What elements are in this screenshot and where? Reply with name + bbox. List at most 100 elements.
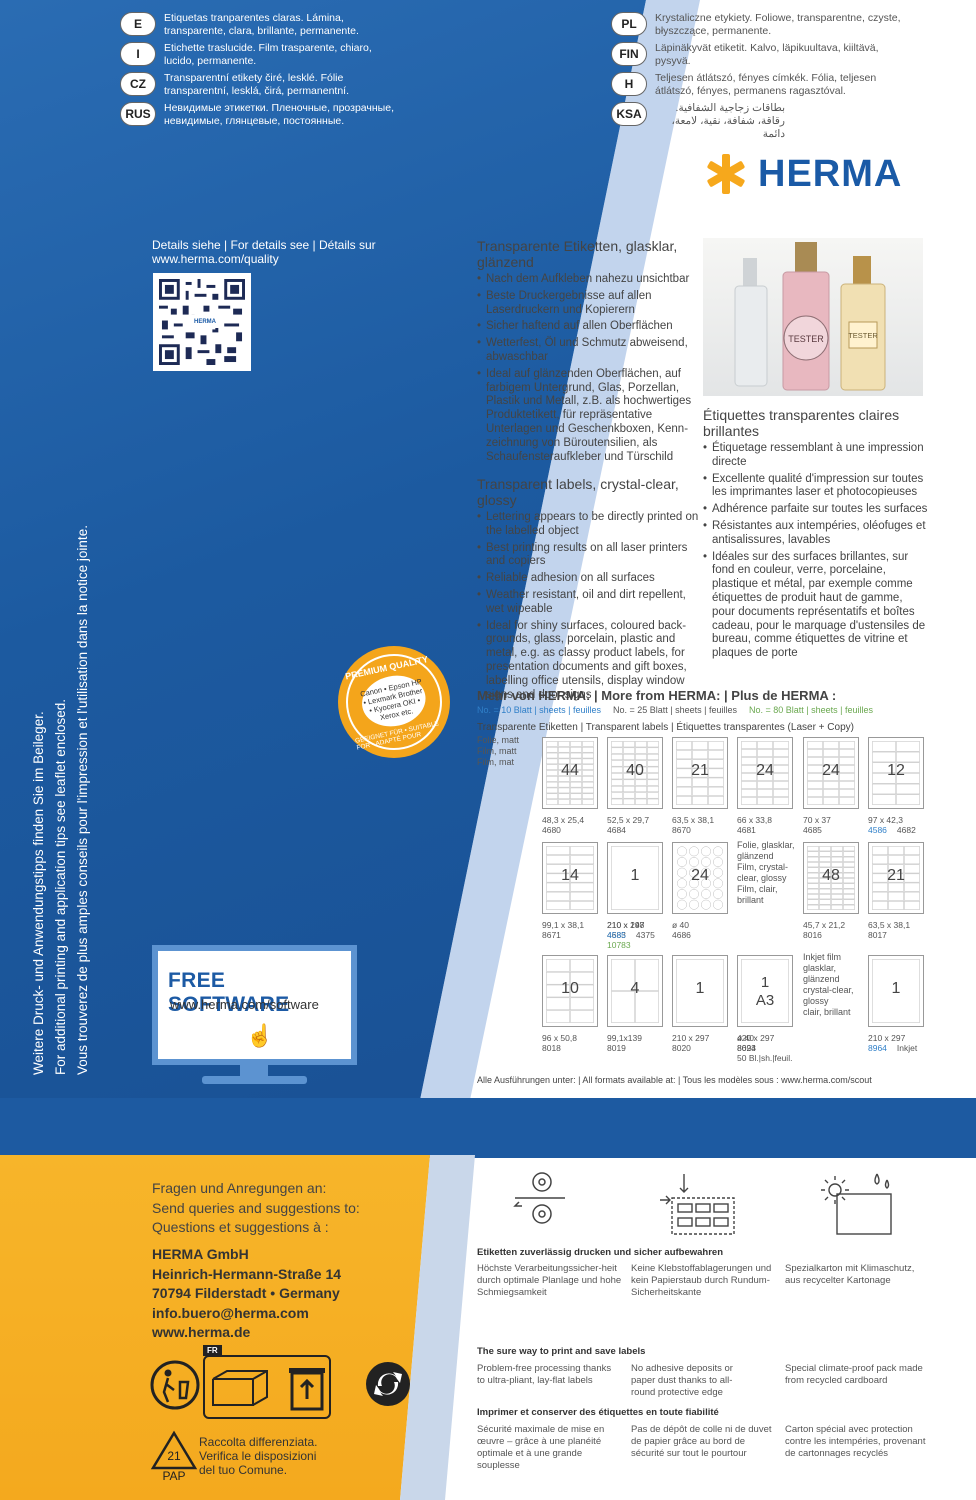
sheet-grid-icon [807,741,855,805]
monitor-screen: FREE SOFTWARE www.herma.com/software ☝ [152,945,357,1065]
french-title: Étiquettes transparentes claires brillan… [703,407,900,439]
sheet-grid-icon [741,959,789,1023]
climate-box-icon [821,1173,892,1235]
label-size: 420 x 297 [737,1033,775,1043]
label-sheet-card: 21 [672,737,728,809]
matt-film-label: Folie, matt Film, matt Film, mat [477,735,520,767]
lang-text: Etichette traslucide. Film trasparente, … [164,42,372,67]
article-number: 8670 [672,825,691,835]
article-number: 8019 [607,1043,626,1053]
lang-pl: PL Krystaliczne etykiety. Foliowe, trans… [611,12,915,38]
sheet-grid-icon [546,846,594,910]
french-list: Étiquetage ressemblant à une impression … [703,442,928,661]
article-numbers: 8023 [737,1043,756,1053]
article-numbers: 8018 [542,1043,577,1053]
label-sheet-card: 21 [868,842,924,914]
article-numbers: 8670 [672,825,714,835]
software-url[interactable]: www.herma.com/software [170,997,319,1012]
label-sheet-card: 1 A3 [737,955,793,1027]
article-numbers: 8016 [803,930,845,940]
english-title: Transparent labels, crystal-clear, gloss… [477,476,679,508]
article-number: 4685 [803,825,822,835]
qr-code[interactable]: HERMA [153,273,251,371]
lang-text: Teljesen átlátszó, fényes címkék. Fólia,… [655,72,877,97]
label-count: 1 A3 [755,974,775,1009]
qr-caption: Details siehe | For details see | Détail… [152,238,376,266]
qr-badge: HERMA [187,316,223,328]
label-size: 96 x 50,8 [542,1033,577,1043]
herma-logo: HERMA [704,152,902,196]
article-number: 4680 [542,825,561,835]
feature-text: Special climate-proof pack made from rec… [785,1363,923,1386]
german-list: Nach dem Aufkleben nahezu unsichtbar Bes… [477,273,697,464]
label-size: ø 40 [737,1033,755,1043]
label-count: 1 [630,867,640,884]
company-address: HERMA GmbH Heinrich-Hermann-Straße 14 70… [152,1245,341,1343]
website-link[interactable]: www.herma.de [152,1324,251,1340]
label-size: 70 x 37 [803,815,831,825]
label-sheet-card: 24 [737,737,793,809]
lang-badge: KSA [611,102,647,126]
lang-badge: H [611,72,647,96]
article-numbers: 4685 [803,825,831,835]
more-from-herma-title: Mehr von HERMA: | More from HERMA: | Plu… [477,688,837,703]
label-count: 24 [691,867,709,884]
label-size: 66 x 33,8 [737,815,772,825]
article-number: 4585 [607,930,626,940]
lang-rus: RUS Невидимые этикетки. Пленочные, прозр… [120,102,404,128]
french-description: Étiquettes transparentes claires brillan… [703,407,928,664]
vertical-line: For additional printing and application … [53,699,68,1075]
article-number: 4586 [868,825,887,835]
article-numbers: 8671 [542,930,584,940]
lang-badge: FIN [611,42,647,66]
box-icon [212,1370,268,1406]
perfume-bottles-photo: TESTER TESTER [703,238,923,396]
company-name: HERMA GmbH [152,1246,249,1262]
city: 70794 Filderstadt • Germany [152,1285,340,1301]
label-sheet-card: 1 [672,955,728,1027]
email-link[interactable]: info.buero@herma.com [152,1304,309,1321]
article-numbers: 4686 [672,930,691,940]
label-size: 97 x 42,3 [868,815,903,825]
inkjet-film-label: Inkjet film glasklar, glänzend crystal-c… [803,952,854,1017]
label-size: 99,1x139 [607,1033,642,1043]
free-software-monitor[interactable]: FREE SOFTWARE www.herma.com/software ☝ [152,945,357,1085]
feature-text: Carton spécial avec protection contre le… [785,1424,926,1459]
sheet-grid-icon [676,741,724,805]
list-item: Idéales sur des surfaces brillantes, sur… [703,551,928,661]
feature-text: Keine Klebstoffablagerungen und kein Pap… [631,1263,772,1298]
recycle-box-frame: FR [203,1345,331,1419]
features-title-en: The sure way to print and save labels [477,1346,646,1357]
label-sheet-card: 40 [607,737,663,809]
list-item: Résistantes aux intempéries, oléofuges e… [703,520,928,548]
lang-ksa: KSA بطاقات زجاجية الشفافية. رقاقة، شفافة… [611,102,785,141]
label-count: 10 [561,980,579,997]
bottle-label-text: TESTER [848,331,878,340]
label-count: 1 [891,980,901,997]
lang-badge: RUS [120,102,156,126]
label-sheet-card: 24 [672,842,728,914]
sheet-grid-icon [677,846,723,910]
fr-tag: FR [203,1345,222,1356]
article-number: 8018 [542,1043,561,1053]
feature-text: Spezialkarton mit Klimaschutz, aus recyc… [785,1263,915,1286]
pap-recycling-triangle-icon: 21 PAP [150,1430,198,1482]
list-item: Adhérence parfaite sur toutes les surfac… [703,503,928,517]
article-number: 4684 [607,825,626,835]
label-count: 24 [756,762,774,779]
vertical-instructions: Weitere Druck- und Anwendungstipps finde… [28,495,94,1075]
list-item: Sicher haftend auf allen Oberflächen [477,320,697,334]
article-numbers: 8019 [607,1043,642,1053]
label-sheet-card: 12 [868,737,924,809]
